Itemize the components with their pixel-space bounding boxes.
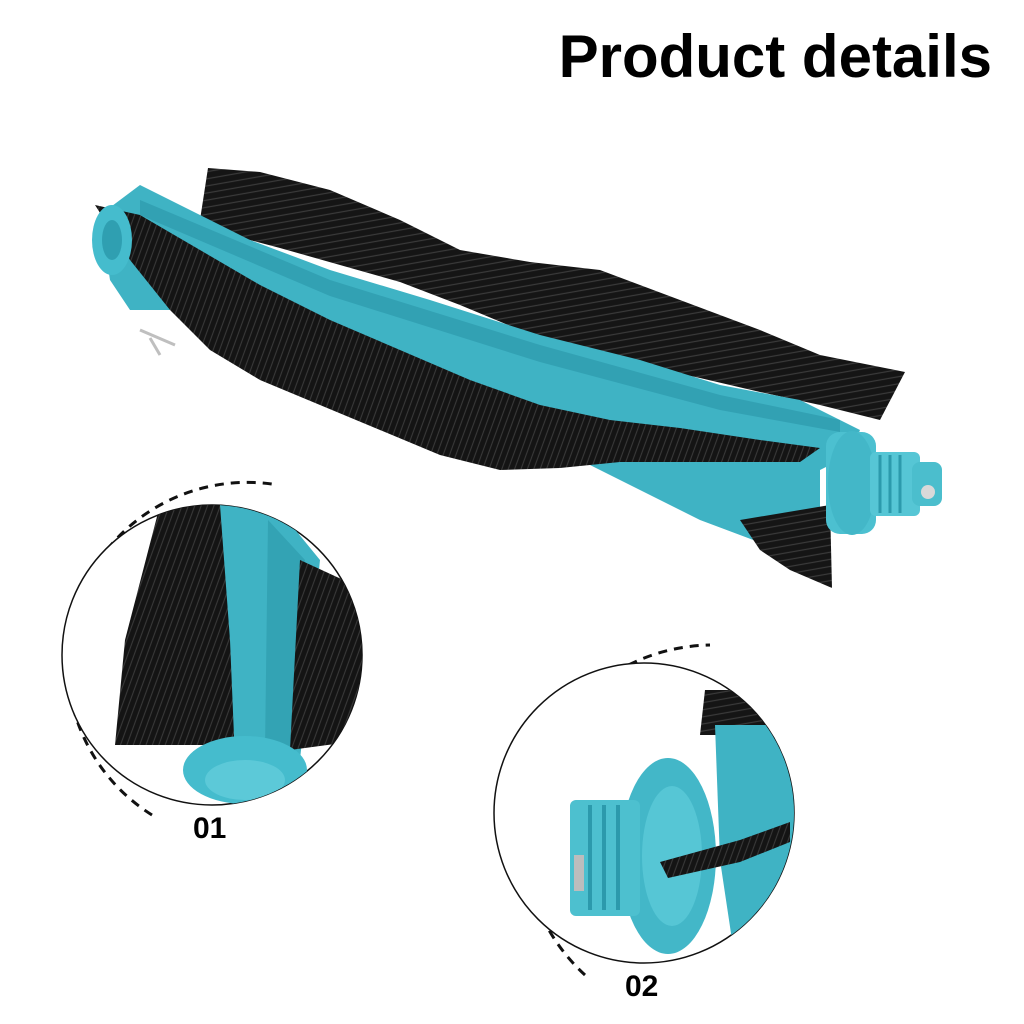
detail-01-closeup: [115, 505, 362, 804]
detail-01-label: 01: [193, 812, 227, 845]
detail-02-group: [493, 643, 795, 977]
main-brush-right-cap: [826, 431, 942, 535]
main-brush-front-bristles: [95, 205, 820, 470]
detail-02-closeup: [570, 690, 794, 960]
main-roller-brush: [92, 168, 942, 588]
page-title: Product details: [558, 23, 992, 90]
main-brush-left-cap: [92, 205, 176, 356]
main-brush-frame-shade: [140, 200, 840, 432]
detail-01-group: [61, 480, 363, 817]
main-brush-lower-bristles: [740, 505, 832, 588]
detail-02-label: 02: [625, 970, 659, 1003]
main-brush-back-bristles: [200, 168, 905, 420]
